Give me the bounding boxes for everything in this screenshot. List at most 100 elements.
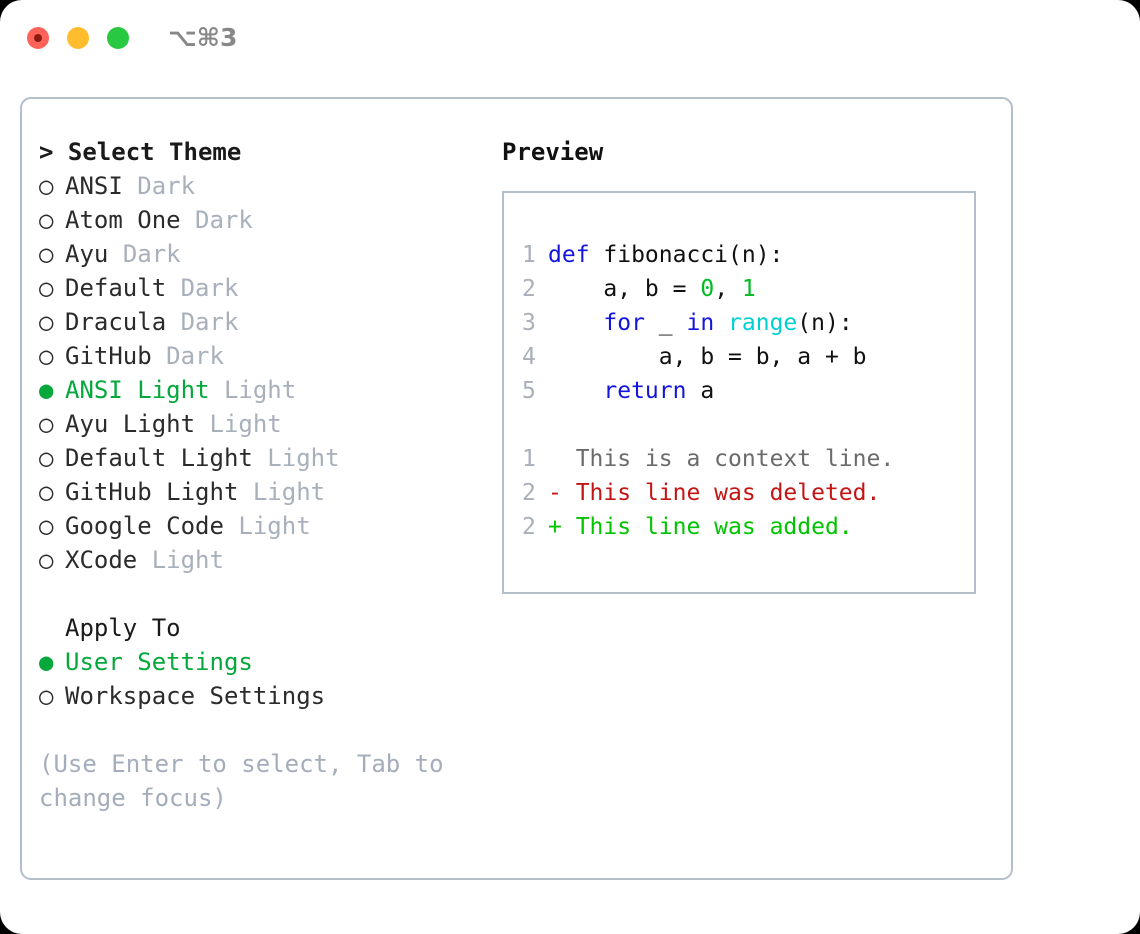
radio-unselected-icon: ○ <box>39 512 54 540</box>
theme-option-variant: Dark <box>166 342 224 370</box>
theme-picker-card: > Select Theme ○ANSI Dark○Atom One Dark○… <box>20 97 1013 880</box>
minimize-button[interactable] <box>67 27 89 49</box>
help-hint-text: (Use Enter to select, Tab to change focu… <box>39 750 459 812</box>
theme-option-github[interactable]: ○ GitHub Dark <box>39 339 489 373</box>
theme-option-google-code[interactable]: ○ Google Code Light <box>39 509 489 543</box>
spacer <box>152 342 166 370</box>
theme-option-name: Atom One <box>65 206 181 234</box>
code-line: 5 return a <box>522 374 974 408</box>
theme-option-ansi[interactable]: ○ANSI Dark <box>39 169 489 203</box>
code-token-plain: _ <box>644 310 687 336</box>
apply-to-list: ● User Settings ○Workspace Settings <box>39 645 489 713</box>
theme-option-name: Default Light <box>65 444 253 472</box>
theme-option-name: Dracula <box>65 308 167 336</box>
theme-option-name: Default <box>65 274 167 302</box>
theme-option-name: Ayu <box>65 240 109 268</box>
diff-text: This is a context line. <box>561 446 895 472</box>
theme-option-name: GitHub <box>65 342 152 370</box>
diff-sample: 1 This is a context line.2- This line wa… <box>522 442 974 544</box>
radio-unselected-icon: ○ <box>39 172 54 200</box>
theme-option-variant: Light <box>238 512 311 540</box>
theme-option-ayu-light[interactable]: ○ Ayu Light Light <box>39 407 489 441</box>
theme-list: ○ ANSI Dark ○ Atom One Dark ○ Ayu Dark ○ Defaul… <box>39 169 489 577</box>
code-token-plain <box>548 378 603 404</box>
radio-unselected-icon: ○ <box>39 546 54 574</box>
radio-unselected-icon: ○ <box>39 682 54 710</box>
theme-option-variant: Dark <box>180 274 239 302</box>
theme-option-variant: Light <box>209 410 282 438</box>
theme-option-variant: Light <box>151 546 224 574</box>
spacer <box>166 308 180 336</box>
theme-option-name: XCode <box>65 546 138 574</box>
theme-option-dracula[interactable]: ○Dracula Dark <box>39 305 489 339</box>
theme-option-name: ANSI Light <box>65 376 210 404</box>
code-line-number: 4 <box>522 344 536 370</box>
spacer <box>238 478 252 506</box>
radio-selected-icon: ● <box>39 648 54 676</box>
diff-line-number: 1 <box>522 446 536 472</box>
theme-option-variant: Dark <box>122 240 181 268</box>
theme-option-ansi-light[interactable]: ● ANSI Light Light <box>39 373 489 407</box>
code-token-num: 1 <box>741 276 756 302</box>
apply-to-option-user-settings[interactable]: ● User Settings <box>39 645 489 679</box>
code-token-num: 0 <box>700 276 715 302</box>
radio-unselected-icon: ○ <box>39 206 54 234</box>
diff-sign: - <box>548 480 562 506</box>
apply-to-header: Apply To <box>65 614 181 642</box>
theme-option-variant: Light <box>223 376 297 404</box>
preview-label: Preview <box>502 138 604 166</box>
title-bar: ⌥⌘3 <box>0 0 1140 78</box>
apply-to-option-name: User Settings <box>65 648 253 676</box>
code-line-number: 5 <box>522 378 536 404</box>
diff-sign: + <box>548 514 562 540</box>
radio-unselected-icon: ○ <box>39 240 54 268</box>
theme-option-variant: Light <box>267 444 340 472</box>
radio-unselected-icon: ○ <box>39 444 54 472</box>
theme-option-name: ANSI <box>65 172 123 200</box>
spacer <box>108 240 122 268</box>
code-line: 3 for _ in range(n): <box>522 306 974 340</box>
radio-selected-icon: ● <box>39 376 54 404</box>
radio-unselected-icon: ○ <box>39 342 54 370</box>
spacer <box>224 512 238 540</box>
code-token-fn: range <box>728 310 798 336</box>
spacer <box>123 172 137 200</box>
theme-option-default-light[interactable]: ○ Default Light Light <box>39 441 489 475</box>
diff-sign <box>548 446 562 472</box>
code-token-plain: fibonacci(n): <box>589 242 784 268</box>
theme-option-name: Google Code <box>65 512 224 540</box>
theme-option-name: GitHub Light <box>65 478 239 506</box>
radio-unselected-icon: ○ <box>39 274 54 302</box>
code-token-kw: return <box>603 378 687 404</box>
theme-option-name: Ayu Light <box>65 410 196 438</box>
diff-line-number: 2 <box>522 514 536 540</box>
theme-option-default[interactable]: ○ Default Dark <box>39 271 489 305</box>
code-line-number: 2 <box>522 276 536 302</box>
code-token-plain: a, b = <box>548 276 701 302</box>
radio-unselected-icon: ○ <box>39 478 54 506</box>
theme-option-ayu[interactable]: ○ Ayu Dark <box>39 237 489 271</box>
theme-option-github-light[interactable]: ○GitHub Light Light <box>39 475 489 509</box>
maximize-button[interactable] <box>107 27 129 49</box>
code-token-plain: a, b = b, a + b <box>548 344 867 370</box>
theme-option-atom-one[interactable]: ○Atom One Dark <box>39 203 489 237</box>
diff-line: 2- This line was deleted. <box>522 476 974 510</box>
theme-option-xcode[interactable]: ○ XCode Light <box>39 543 489 577</box>
diff-line: 1 This is a context line. <box>522 442 974 476</box>
spacer <box>166 274 180 302</box>
theme-list-header: > Select Theme <box>39 138 242 166</box>
apply-to-option-workspace-settings[interactable]: ○Workspace Settings <box>39 679 489 713</box>
code-line-number: 3 <box>522 310 536 336</box>
code-token-plain: a <box>686 378 715 404</box>
radio-unselected-icon: ○ <box>39 410 54 438</box>
code-line: 4 a, b = b, a + b <box>522 340 974 374</box>
close-button[interactable] <box>27 27 49 49</box>
theme-list-pane: > Select Theme ○ANSI Dark○Atom One Dark○… <box>39 135 489 815</box>
spacer <box>253 444 267 472</box>
code-token-kw: in <box>686 310 715 336</box>
radio-unselected-icon: ○ <box>39 308 54 336</box>
